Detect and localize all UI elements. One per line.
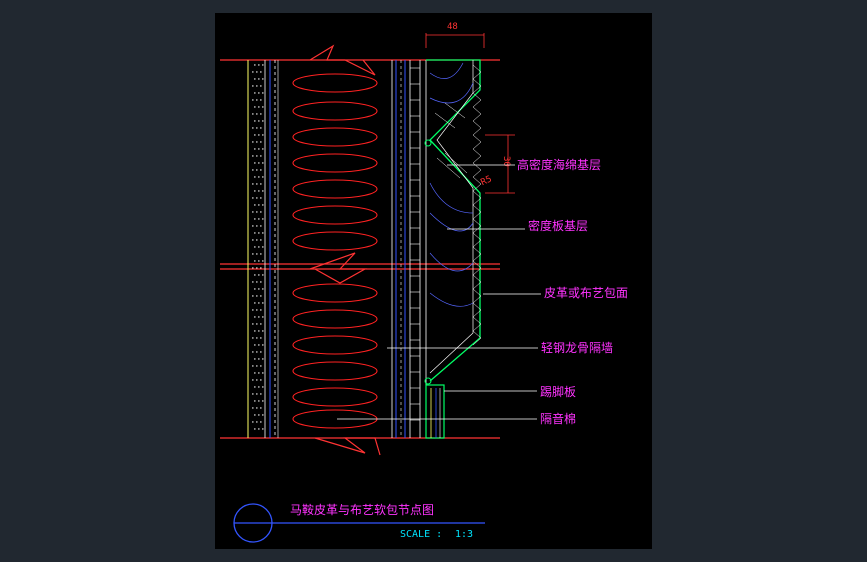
drawing-title: 马鞍皮革与布艺软包节点图 — [290, 502, 434, 517]
dimension-side-value: 30 — [501, 156, 511, 167]
label-skirting-board: 踢脚板 — [540, 384, 576, 399]
section-detail-drawing: 48 30 R5 高密度海绵基层密度板基层皮革或布艺包面轻钢龙骨隔墙踢脚板隔音棉… — [220, 22, 628, 543]
break-line-symbols — [309, 44, 381, 456]
scale-label: SCALE : — [400, 529, 442, 540]
soft-panel-profile — [425, 59, 481, 385]
drawing-sheet: 48 30 R5 高密度海绵基层密度板基层皮革或布艺包面轻钢龙骨隔墙踢脚板隔音棉… — [215, 13, 652, 549]
left-wall-layers — [247, 60, 279, 438]
scale-value: 1:3 — [455, 529, 473, 540]
label-high-density-sponge: 高密度海绵基层 — [517, 157, 601, 172]
dimension-side — [485, 134, 515, 194]
insulation-cotton-hatch — [292, 73, 378, 429]
label-leather-fabric-facing: 皮革或布艺包面 — [544, 286, 628, 300]
concrete-hatch — [252, 64, 264, 430]
leader-lines — [337, 164, 541, 420]
label-density-board: 密度板基层 — [528, 218, 588, 233]
wall-boundary-lines — [220, 59, 500, 439]
radius-mark: R5 — [479, 174, 493, 188]
title-block — [233, 503, 485, 543]
light-steel-keel — [391, 60, 421, 438]
label-light-steel-keel-wall: 轻钢龙骨隔墙 — [541, 341, 613, 355]
keel-rungs — [410, 67, 420, 421]
sponge-zigzag-hatch — [472, 64, 482, 346]
skirting-board-detail — [424, 139, 445, 439]
dimension-top-value: 48 — [447, 22, 458, 32]
dimension-top — [425, 33, 485, 48]
label-soundproof-cotton: 隔音棉 — [540, 411, 576, 426]
